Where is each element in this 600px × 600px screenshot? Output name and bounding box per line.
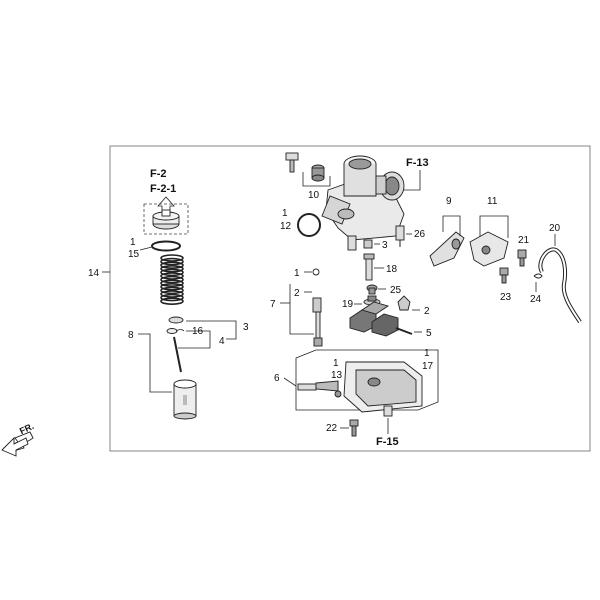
spring-coil [160, 290, 184, 298]
callout-10: 10 [308, 190, 320, 201]
spring-coil [160, 268, 184, 277]
callout-19: 19 [342, 299, 354, 310]
float [349, 301, 399, 337]
callout-16: 16 [192, 326, 204, 337]
cap-reference-box [143, 203, 189, 235]
vent-tube-inner [539, 248, 581, 323]
callout-24: 24 [530, 294, 542, 305]
float-valve [397, 295, 411, 311]
spring-coil [160, 257, 184, 266]
drain-screw [334, 390, 342, 398]
callout-11: 11 [487, 196, 498, 207]
callout-4: 4 [219, 336, 225, 347]
idle-cap [311, 164, 325, 182]
air-screw-26 [395, 225, 405, 247]
front-direction-arrow [1, 431, 34, 457]
spring-coil [160, 254, 184, 262]
spring-coil [160, 297, 184, 306]
ref-f21: F-2-1 [150, 183, 176, 195]
callout-1-body: 1 [282, 208, 288, 219]
callout-2-float: 2 [424, 306, 430, 317]
callout-25: 25 [390, 285, 402, 296]
assembly-frame [109, 145, 591, 452]
spring-coil [160, 275, 184, 284]
callout-3-left: 3 [243, 322, 249, 333]
throttle-spring [160, 254, 184, 306]
front-label: FR. [18, 421, 35, 436]
needle-clip [166, 316, 185, 334]
spring-coil [160, 272, 184, 280]
o-ring-15 [151, 240, 181, 252]
air-screw-6 [297, 380, 339, 392]
callout-5: 5 [426, 328, 432, 339]
screw-23 [499, 267, 509, 284]
jet-holder [363, 239, 375, 281]
spring-coil [160, 279, 184, 288]
leader-f13 [404, 170, 421, 191]
callout-23: 23 [500, 292, 512, 303]
cable-bracket [469, 231, 509, 267]
top-cap [152, 209, 180, 230]
jet-needle [173, 336, 182, 373]
callout-26: 26 [414, 229, 426, 240]
float-chamber-box [295, 349, 439, 411]
leader-16-4 [178, 330, 211, 349]
ref-f15: F-15 [376, 436, 399, 448]
bolt-22 [349, 419, 359, 437]
callout-6: 6 [274, 373, 280, 384]
callout-18: 18 [386, 264, 398, 275]
callout-12: 12 [280, 221, 292, 232]
callout-1-chamber: 1 [424, 348, 430, 359]
callout-17: 17 [422, 361, 434, 372]
callout-22: 22 [326, 423, 338, 434]
up-arrow-icon [157, 196, 175, 213]
main-jet [366, 284, 378, 295]
leader-8 [138, 333, 172, 393]
choke-lever [429, 231, 465, 267]
callout-3-body: 3 [382, 240, 388, 251]
spring-coil [160, 293, 184, 302]
callout-2-pilot: 2 [294, 288, 300, 299]
carburetor-body [321, 155, 405, 251]
callout-1-drain: 1 [333, 358, 339, 369]
o-ring-12 [297, 213, 321, 237]
callout-9: 9 [446, 196, 452, 207]
ref-f2: F-2 [150, 168, 167, 180]
leader-11 [479, 215, 509, 238]
leader-7 [289, 284, 314, 335]
leader-3-left [186, 320, 237, 340]
top-screw [285, 152, 299, 173]
float-pin [395, 327, 413, 335]
throttle-slide [173, 379, 197, 420]
leader-10 [302, 172, 331, 187]
tube-clip [533, 273, 543, 279]
float-chamber [343, 361, 423, 417]
screw-21 [517, 249, 527, 267]
leader-9 [442, 215, 461, 236]
leader-15 [139, 246, 153, 251]
callout-7: 7 [270, 299, 276, 310]
spring-coil [160, 264, 184, 273]
spring-coil [160, 261, 184, 270]
callout-20: 20 [549, 223, 561, 234]
ref-f13: F-13 [406, 157, 429, 169]
spring-coil [160, 286, 184, 295]
callout-1-cap: 1 [130, 237, 136, 248]
pilot-jet-assembly [312, 268, 323, 347]
callout-13: 13 [331, 370, 343, 381]
spring-coil [160, 282, 184, 291]
callout-14: 14 [88, 268, 100, 279]
callout-21: 21 [518, 235, 530, 246]
callout-8: 8 [128, 330, 134, 341]
leader-6 [283, 377, 297, 387]
callout-1-pilot: 1 [294, 268, 300, 279]
callout-15: 15 [128, 249, 140, 260]
